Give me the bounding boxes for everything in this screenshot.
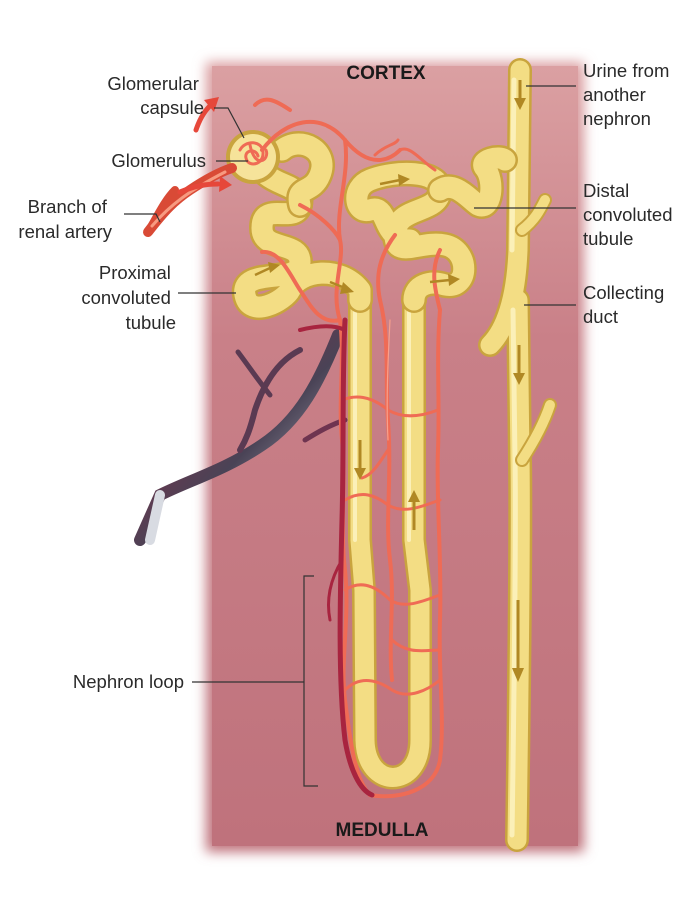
flow-arrows [177,80,526,682]
distal-convoluted-tubule [343,145,518,313]
arrow-red-in [177,176,232,195]
label-nephron-loop: Nephron loop [73,671,184,692]
leader-lines [124,85,576,787]
vasa-recta-venous [298,317,375,798]
label-glomerulus: Glomerulus [111,150,206,171]
arrow-descending-limb [354,440,366,480]
arrow-pct [254,262,280,277]
arrow-pct-2 [329,280,354,294]
label-proximal-convoluted-tubule: Proximal convoluted tubule [81,262,176,333]
renal-vein-branch [134,329,348,546]
label-collecting-duct: Collecting duct [583,282,669,327]
collecting-duct [478,58,557,852]
arrow-collecting-mid [513,345,525,385]
label-urine-from-another-nephron: Urine from another nephron [583,60,675,129]
arrow-dct [379,174,410,186]
cortex-label: CORTEX [346,63,426,84]
label-distal-convoluted-tubule: Distal convoluted tubule [583,180,678,249]
label-glomerular-capsule: Glomerular capsule [107,73,204,118]
medulla-label: MEDULLA [336,820,429,841]
arrow-collecting-top [514,80,526,110]
arrow-dct-2 [429,274,460,286]
arrow-ascending-limb [408,490,420,530]
arrow-collecting-low [512,600,524,682]
label-branch-of-renal-artery: Branch of renal artery [18,196,112,242]
glomerulus [238,141,269,166]
